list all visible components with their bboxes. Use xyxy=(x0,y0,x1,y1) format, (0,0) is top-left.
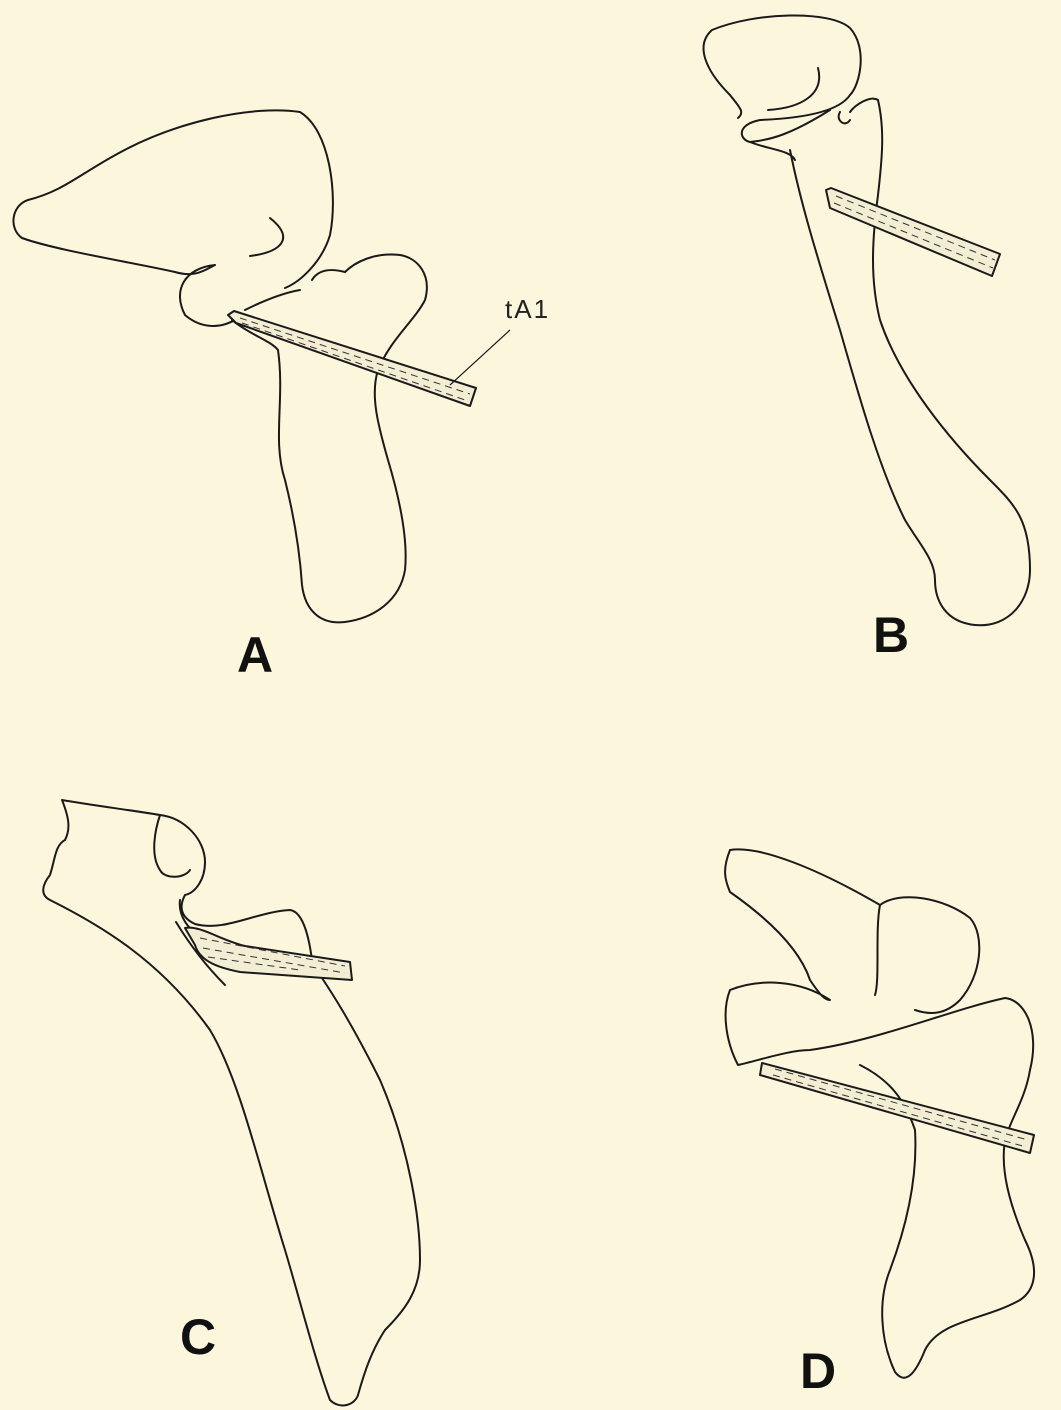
panel-c: C xyxy=(43,800,420,1405)
panel-d: D xyxy=(725,849,1034,1399)
panel-b-label: B xyxy=(873,607,909,663)
callout-leader-tA1 xyxy=(450,330,510,385)
panel-c-label: C xyxy=(180,1309,216,1365)
callout-tA1: tA1 xyxy=(505,294,550,324)
panel-b-outline xyxy=(704,15,1030,625)
panel-a-tendon xyxy=(228,311,476,406)
panel-b: B xyxy=(704,15,1030,663)
panel-b-tendon xyxy=(826,188,1000,276)
panel-c-tendon xyxy=(185,928,352,980)
panel-c-outline xyxy=(43,800,420,1405)
panel-a: tA1 A xyxy=(13,110,550,683)
panel-d-label: D xyxy=(800,1343,836,1399)
panel-d-outline xyxy=(725,849,1034,1377)
panel-a-label: A xyxy=(237,627,273,683)
